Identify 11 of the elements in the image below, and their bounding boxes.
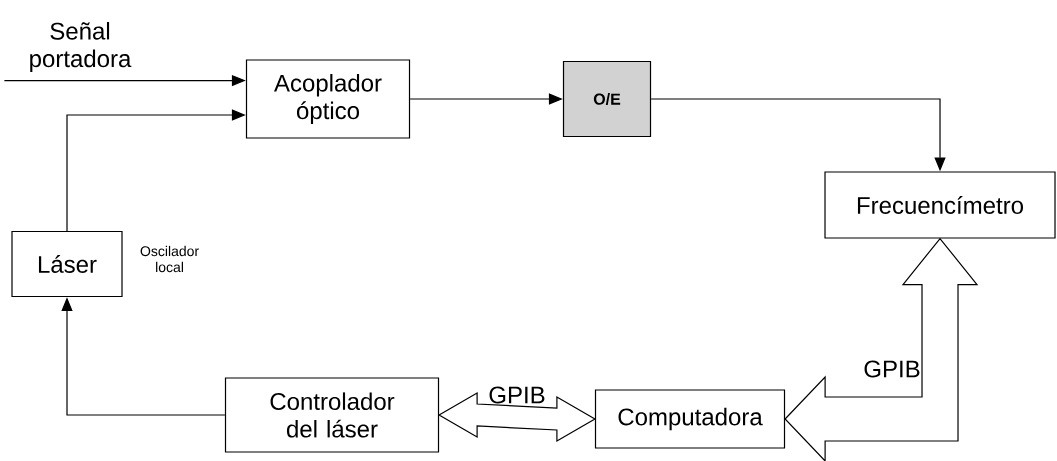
edge-label: GPIB (489, 386, 545, 404)
block-arrow (784, 237, 979, 461)
process-box: Frecuencímetro (824, 171, 1056, 239)
process-box: Controlador del láser (224, 377, 440, 453)
process-box: Acoplador óptico (245, 59, 411, 139)
edge-label: GPIB (864, 360, 920, 378)
converter-box: O/E (562, 60, 652, 138)
side-note: Oscilador local (140, 245, 199, 273)
input-label: Señal portadora (30, 22, 132, 72)
process-box: Láser (11, 230, 123, 298)
process-box: Computadora (594, 389, 786, 449)
